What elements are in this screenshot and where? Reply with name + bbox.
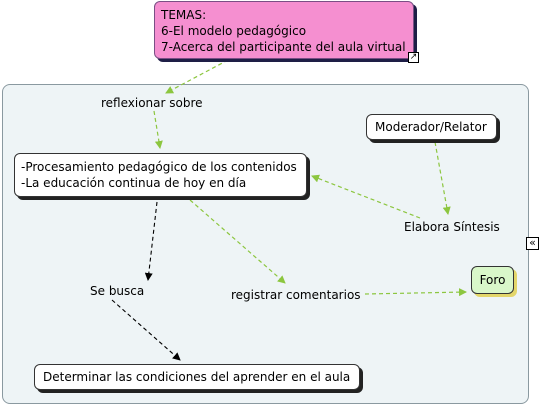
temas-line-2: 7-Acerca del participante del aula virtu… <box>161 40 406 54</box>
link-procesamiento-sebusca <box>144 201 158 281</box>
link-reflexionar-procesamiento <box>153 110 163 149</box>
determinar-node[interactable]: Determinar las condiciones del aprender … <box>34 364 360 390</box>
temas-node[interactable]: TEMAS: 6-El modelo pedagógico 7-Acerca d… <box>154 1 414 59</box>
link-procesamiento-registrar <box>189 199 286 284</box>
label-elabora-sintesis: Elabora Síntesis <box>404 220 500 234</box>
link-elabora-procesamiento <box>311 174 421 219</box>
temas-line-1: 6-El modelo pedagógico <box>161 24 307 38</box>
procesamiento-line-1: -Procesamiento pedagógico de los conteni… <box>21 160 297 174</box>
link-temas-reflexionar <box>165 59 229 94</box>
foro-node[interactable]: Foro <box>471 266 514 294</box>
link-sebusca-determinar <box>111 299 181 361</box>
external-link-icon[interactable]: ↗ <box>408 52 419 63</box>
label-registrar-comentarios: registrar comentarios <box>231 288 361 302</box>
temas-title: TEMAS: <box>161 8 207 22</box>
moderador-node[interactable]: Moderador/Relator <box>366 114 497 140</box>
link-registrar-foro <box>364 288 467 297</box>
label-reflexionar-sobre: reflexionar sobre <box>101 96 203 110</box>
link-moderador-elabora <box>434 141 451 215</box>
label-se-busca: Se busca <box>90 284 145 298</box>
double-chevron-left-icon[interactable]: « <box>526 237 539 250</box>
procesamiento-line-2: -La educación continua de hoy en día <box>21 176 247 190</box>
procesamiento-node[interactable]: -Procesamiento pedagógico de los conteni… <box>14 153 307 197</box>
